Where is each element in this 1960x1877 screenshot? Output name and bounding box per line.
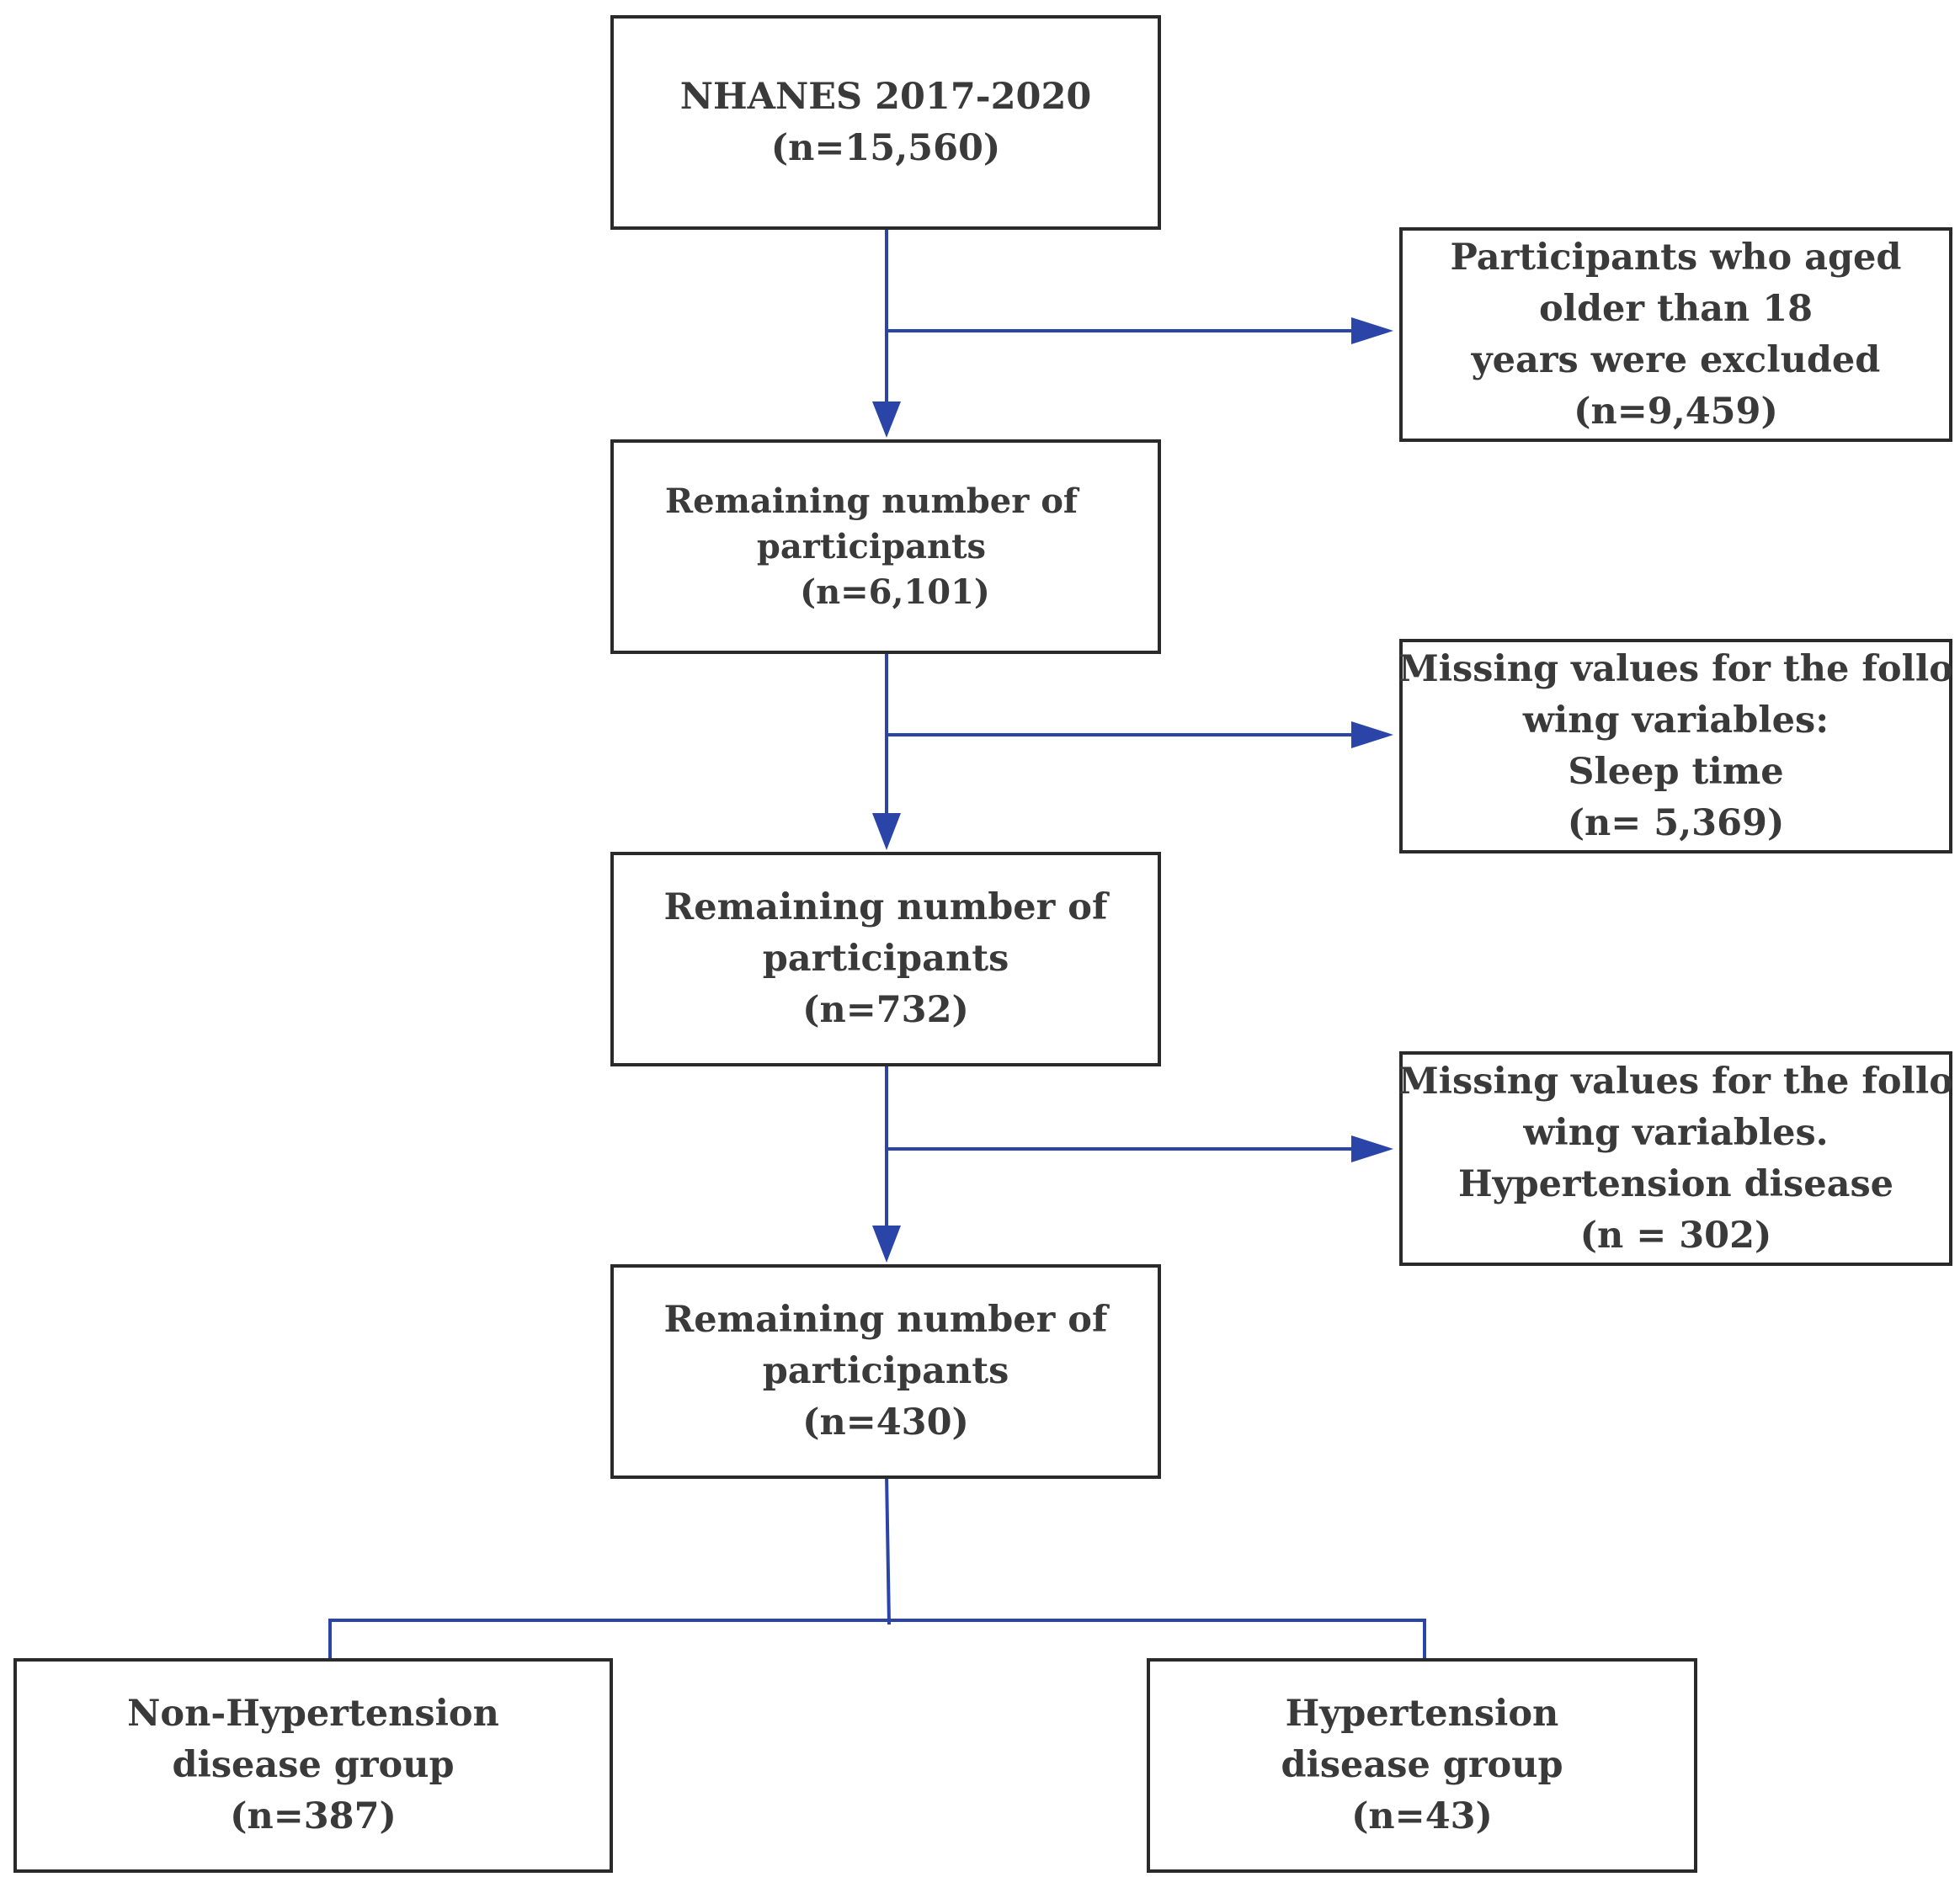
box-exclusion-sleep: Missing values for the follo wing variab… — [1398, 639, 1953, 853]
box-line: Hypertension disease — [1457, 1162, 1894, 1205]
box-exclusion-age: Participants who aged older than 18 year… — [1399, 227, 1952, 442]
connector-lines — [328, 227, 1426, 1658]
connector-remaining-3-down — [885, 1474, 891, 1625]
box-line: (n=9,459) — [1574, 390, 1778, 433]
box-line: Remaining number of — [664, 481, 1079, 521]
arrowhead-right-3 — [1351, 1135, 1393, 1162]
box-line: Participants who aged — [1450, 236, 1902, 279]
box-line: Hypertension — [1285, 1693, 1559, 1735]
box-line: (n=43) — [1351, 1795, 1493, 1837]
box-line: participants — [756, 526, 987, 566]
box-hypertension-group: Hypertension disease group (n=43) — [1147, 1658, 1697, 1873]
box-line: (n=6,101) — [800, 572, 990, 612]
box-line: (n=430) — [802, 1401, 969, 1444]
box-line: Non-Hypertension — [127, 1693, 499, 1735]
box-line: Missing values for the follo — [1398, 1060, 1953, 1103]
box-line: (n=732) — [802, 989, 969, 1031]
box-remaining-2: Remaining number of participants (n=732) — [610, 852, 1161, 1066]
arrowhead-down-2 — [872, 813, 901, 850]
box-line: wing variables. — [1523, 1111, 1829, 1154]
box-line: wing variables: — [1522, 699, 1830, 742]
box-line: (n=387) — [230, 1795, 397, 1837]
box-line: NHANES 2017-2020 — [679, 75, 1092, 118]
box-line: participants — [762, 1350, 1009, 1392]
box-non-hypertension-group: Non-Hypertension disease group (n=387) — [13, 1658, 613, 1873]
box-nhanes-total: NHANES 2017-2020 (n=15,560) — [610, 15, 1161, 230]
arrowhead-down-1 — [872, 401, 901, 438]
box-exclusion-hypertension: Missing values for the follo wing variab… — [1398, 1051, 1953, 1266]
box-line: Remaining number of — [663, 1299, 1108, 1341]
box-line: years were excluded — [1471, 338, 1881, 381]
box-line: (n= 5,369) — [1567, 801, 1785, 844]
box-remaining-3: Remaining number of participants (n=430) — [610, 1264, 1161, 1479]
box-line: Missing values for the follo — [1398, 647, 1953, 690]
box-line: disease group — [172, 1744, 455, 1786]
box-line: Sleep time — [1568, 750, 1784, 793]
box-line: disease group — [1281, 1744, 1563, 1786]
box-remaining-1: Remaining number of participants (n=6,10… — [610, 439, 1161, 654]
arrowhead-right-1 — [1351, 317, 1393, 344]
box-line: (n = 302) — [1579, 1214, 1772, 1257]
arrowhead-right-2 — [1351, 721, 1393, 748]
arrowheads — [872, 317, 1393, 1263]
box-line: participants — [762, 938, 1009, 980]
box-line: (n=15,560) — [770, 126, 1001, 169]
box-line: Remaining number of — [663, 886, 1108, 928]
box-line: older than 18 — [1538, 287, 1814, 330]
arrowhead-down-3 — [872, 1226, 901, 1263]
